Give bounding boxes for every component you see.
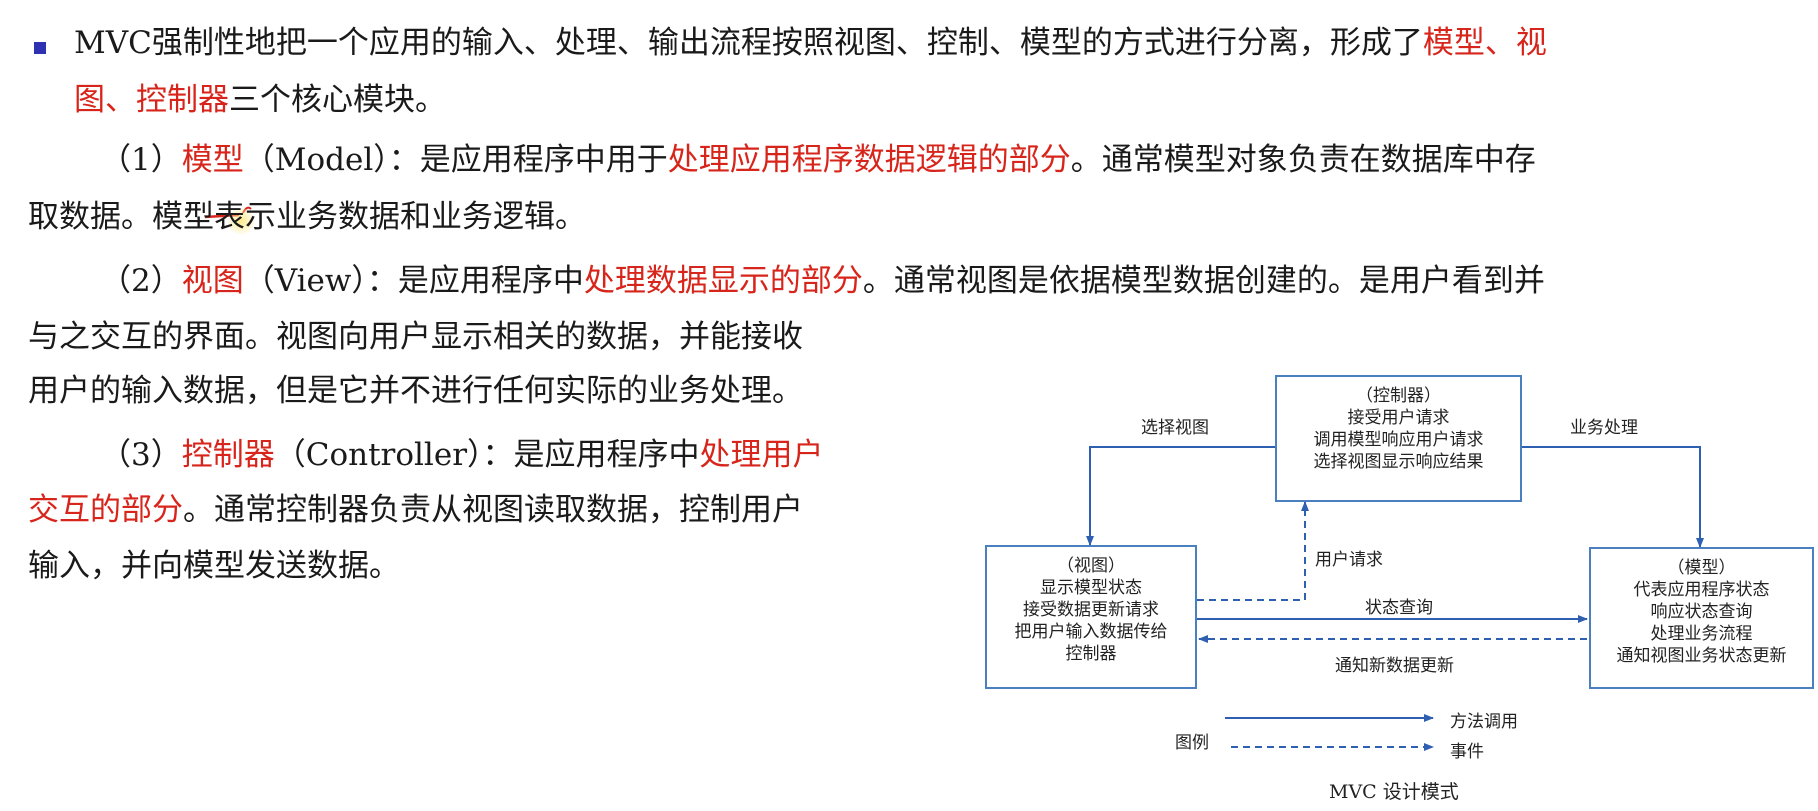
intro-text-end: 三个核心模块。 [229, 82, 446, 118]
label-notify-update: 通知新数据更新 [1335, 656, 1454, 676]
view-text-a: （View）：是应用程序中 [243, 263, 584, 299]
view-number: （2） [100, 263, 182, 299]
model-line: 通知视图业务状态更新 [1616, 646, 1787, 666]
label-user-request: 用户请求 [1315, 550, 1383, 570]
view-highlight: 处理数据显示的部分 [583, 263, 863, 299]
diagram-arrows [1086, 446, 1704, 751]
model-term: 模型 [181, 142, 244, 178]
label-business: 业务处理 [1570, 418, 1638, 438]
ctrl-number: （3） [100, 437, 182, 473]
model-line-1: （1）模型（Model）：是应用程序中用于处理应用程序数据逻辑的部分。通常模型对… [100, 141, 1536, 179]
view-line-2: 与之交互的界面。视图向用户显示相关的数据，并能接收 [28, 318, 803, 356]
controller-box: （控制器） 接受用户请求 调用模型响应用户请求 选择视图显示响应结果 [1275, 375, 1522, 502]
legend-method-call: 方法调用 [1450, 712, 1518, 732]
view-line: 接受数据更新请求 [1023, 600, 1159, 620]
intro-line-1: MVC强制性地把一个应用的输入、处理、输出流程按照视图、控制、模型的方式进行分离… [74, 24, 1547, 62]
cursor-highlight [228, 208, 254, 234]
arrow-business [1522, 446, 1704, 548]
model-line: 处理业务流程 [1650, 624, 1753, 644]
view-line-1: （2）视图（View）：是应用程序中处理数据显示的部分。通常视图是依据模型数据创… [100, 262, 1545, 300]
view-line: 控制器 [1065, 644, 1117, 664]
view-title: （视图） [1057, 556, 1125, 576]
view-text-c: 与之交互的界面。视图向用户显示相关的数据，并能接收 [28, 319, 803, 355]
ctrl-highlight-1: 处理用户 [699, 437, 824, 473]
view-box: （视图） 显示模型状态 接受数据更新请求 把用户输入数据传给 控制器 [985, 545, 1197, 689]
ctrl-text-a: （Controller）：是应用程序中 [274, 437, 700, 473]
model-text-c: 取数据。模型表示业务数据和业务逻辑。 [28, 199, 586, 235]
legend-event: 事件 [1450, 742, 1484, 762]
mvc-diagram: （控制器） 接受用户请求 调用模型响应用户请求 选择视图显示响应结果 （视图） … [985, 375, 1818, 811]
label-select-view: 选择视图 [1141, 418, 1209, 438]
view-line: 把用户输入数据传给 [1014, 622, 1168, 642]
ctrl-line-3: 输入，并向模型发送数据。 [28, 547, 400, 585]
model-line: 代表应用程序状态 [1633, 580, 1770, 600]
model-line: 响应状态查询 [1650, 602, 1753, 622]
label-state-query: 状态查询 [1365, 598, 1433, 618]
legend-label: 图例 [1175, 733, 1209, 753]
ctrl-highlight-2: 交互的部分 [28, 492, 183, 528]
ctrl-text-c: 输入，并向模型发送数据。 [28, 548, 400, 584]
model-highlight: 处理应用程序数据逻辑的部分 [667, 142, 1071, 178]
controller-title: （控制器） [1356, 386, 1441, 406]
controller-line: 接受用户请求 [1347, 408, 1450, 428]
view-text-b: 。通常视图是依据模型数据创建的。是用户看到并 [862, 263, 1545, 299]
intro-line-2: 图、控制器三个核心模块。 [74, 81, 446, 119]
model-box: （模型） 代表应用程序状态 响应状态查询 处理业务流程 通知视图业务状态更新 [1589, 547, 1814, 689]
arrow-select-view [1086, 446, 1275, 546]
ctrl-term: 控制器 [181, 437, 275, 473]
model-text-b: 。通常模型对象负责在数据库中存 [1070, 142, 1536, 178]
view-term: 视图 [181, 263, 244, 299]
controller-line: 调用模型响应用户请求 [1313, 430, 1484, 450]
model-title: （模型） [1667, 558, 1736, 578]
ctrl-text-b: 。通常控制器负责从视图读取数据，控制用户 [183, 492, 803, 528]
arrow-user-request [1197, 501, 1309, 601]
model-text-a: （Model）：是应用程序中用于 [243, 142, 668, 178]
intro-text: MVC强制性地把一个应用的输入、处理、输出流程按照视图、控制、模型的方式进行分离… [74, 25, 1423, 61]
intro-highlight-2: 图、控制器 [74, 82, 229, 118]
diagram-caption: MVC 设计模式 [1329, 781, 1459, 803]
intro-highlight-1: 模型、视 [1422, 25, 1547, 61]
ctrl-line-2: 交互的部分。通常控制器负责从视图读取数据，控制用户 [28, 491, 803, 529]
controller-line: 选择视图显示响应结果 [1313, 452, 1484, 472]
ctrl-line-1: （3）控制器（Controller）：是应用程序中处理用户 [100, 436, 824, 474]
view-text-d: 用户的输入数据，但是它并不进行任何实际的业务处理。 [28, 373, 803, 409]
model-number: （1） [100, 142, 182, 178]
model-line-2: 取数据。模型表示业务数据和业务逻辑。 [28, 198, 586, 236]
view-line-3: 用户的输入数据，但是它并不进行任何实际的业务处理。 [28, 372, 803, 410]
bullet-icon [34, 42, 46, 54]
view-line: 显示模型状态 [1040, 578, 1142, 598]
